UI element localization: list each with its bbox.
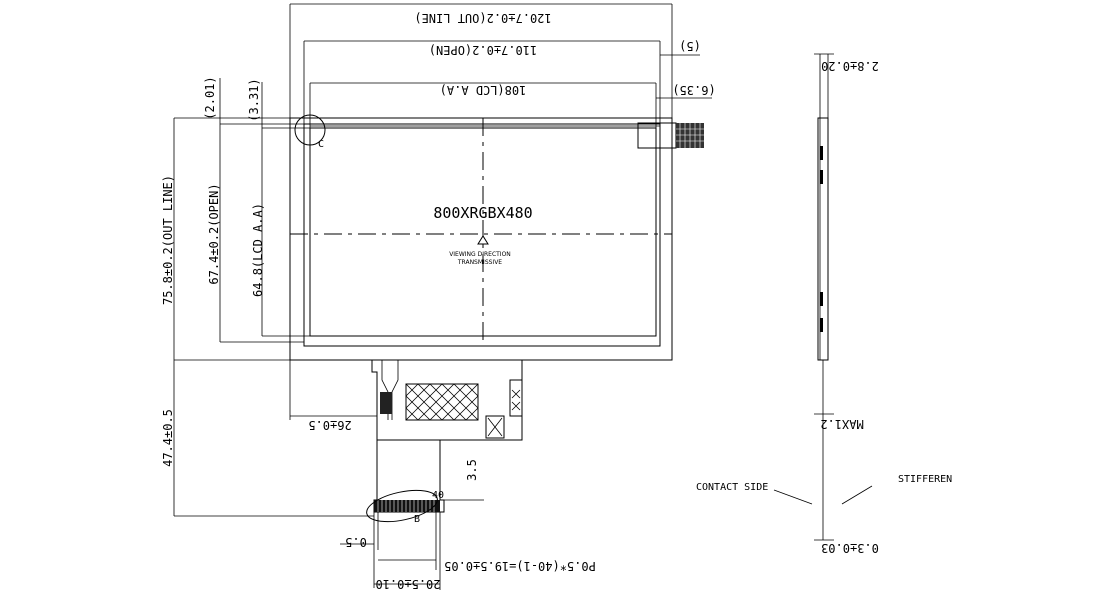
transmissive-label: TRANSMISSIVE — [457, 259, 502, 266]
thickness-max-dim: MAX1.2 — [820, 417, 863, 431]
top-offset-331: (3.31) — [247, 78, 261, 121]
stiffener-label: STIFFEREN — [898, 474, 952, 485]
front-view: 800XRGBX480 VIEWING DIRECTION TRANSMISSI… — [289, 114, 704, 361]
contact-side-leader — [773, 489, 813, 505]
fpc-component-2 — [509, 379, 523, 417]
top-dimensions: 120.7±0.2(OUT LINE) 110.7±0.2(OPEN) (5) … — [289, 3, 716, 128]
lcd-aa-height-dim: 64.8(LCD A.A) — [251, 203, 265, 297]
open-width-dim: 110.7±0.2(OPEN) — [429, 43, 537, 57]
viewing-arrow-icon — [477, 235, 489, 245]
thickness-bottom-dim: 0.3±0.03 — [821, 541, 879, 555]
tab-box — [637, 122, 677, 149]
contact-side-label: CONTACT SIDE — [696, 482, 768, 493]
fpc-contacts — [374, 500, 440, 512]
outline-width-dim: 120.7±0.2(OUT LINE) — [414, 11, 551, 25]
thickness-top-dim: 2.8±0.20 — [821, 59, 879, 73]
stiffener-leader — [841, 485, 873, 505]
right-offset-5: (5) — [679, 39, 701, 53]
left-dimensions: 75.8±0.2(OUT LINE) 67.4±0.2(OPEN) 64.8(L… — [161, 76, 310, 361]
detail-c-label: C — [318, 139, 324, 150]
fpc-component-3 — [485, 415, 505, 439]
resolution-label: 800XRGBX480 — [433, 204, 532, 222]
pin-pitch-dim: P0.5*(40-1)=19.5±0.05 — [444, 559, 596, 573]
top-offset-201: (2.01) — [203, 76, 217, 119]
right-offset-635: (6.35) — [672, 83, 715, 97]
side-view: 2.8±0.20 MAX1.2 0.3±0.03 CONTACT SIDE ST… — [696, 53, 952, 555]
open-height-dim: 67.4±0.2(OPEN) — [207, 183, 221, 284]
fpc-ic-area — [405, 383, 479, 421]
fpc-step-dim: 3.5 — [465, 459, 479, 481]
pin-count-label: 40 — [432, 490, 444, 501]
viewing-direction-label: VIEWING DIRECTION — [449, 251, 511, 258]
fpc-length-dim: 47.4±0.5 — [161, 409, 175, 467]
open-area — [303, 123, 661, 347]
detail-b-ellipse — [366, 489, 438, 523]
fpc-offset-dim: 26±0.5 — [308, 418, 351, 432]
fpc-tail: B 40 — [366, 360, 523, 525]
detail-b-label: B — [414, 514, 420, 525]
lcd-aa-width-dim: 108(LCD A.A) — [440, 83, 527, 97]
fpc-dimensions: 26±0.5 47.4±0.5 3.5 0.5 P0.5*(40-1)=19.5… — [161, 360, 596, 591]
outline-height-dim: 75.8±0.2(OUT LINE) — [161, 175, 175, 305]
pin-start-gap-dim: 0.5 — [345, 535, 367, 549]
panel-outline — [289, 117, 673, 361]
connector-width-dim: 20.5±0.10 — [375, 577, 440, 591]
fpc-component-1 — [380, 392, 392, 414]
